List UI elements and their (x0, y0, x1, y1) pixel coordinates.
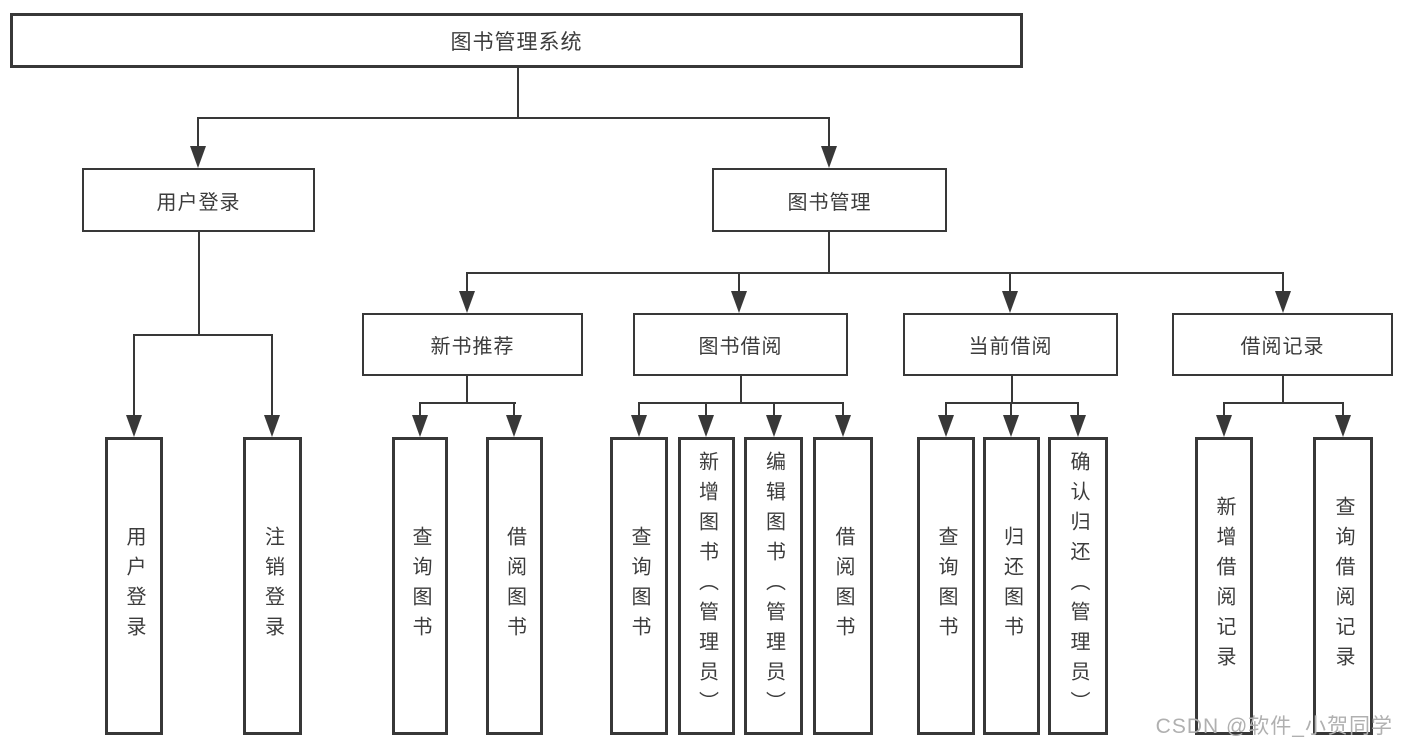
arrow-down-icon (698, 415, 714, 437)
node-label: 新书推荐 (430, 336, 515, 358)
node-label: 编辑图书（管理员） (762, 451, 785, 721)
node-label: 新增借阅记录 (1213, 496, 1235, 676)
node-leaf-add-book-admin: 新增图书（管理员） (678, 437, 735, 735)
connector-line (466, 272, 1284, 274)
node-leaf-borrow-book-recommend: 借阅图书 (486, 437, 543, 735)
connector-line (133, 334, 273, 336)
node-label: 借阅图书 (832, 526, 854, 646)
connector-line (197, 117, 830, 119)
arrow-down-icon (264, 415, 280, 437)
connector-line (1282, 375, 1284, 404)
arrow-down-icon (1275, 291, 1291, 313)
arrow-down-icon (835, 415, 851, 437)
connector-line (517, 68, 519, 119)
node-leaf-logout: 注销登录 (243, 437, 302, 735)
node-new-book-recommend: 新书推荐 (362, 313, 583, 376)
connector-line (828, 232, 830, 274)
arrow-down-icon (821, 146, 837, 168)
node-leaf-edit-book-admin: 编辑图书（管理员） (744, 437, 803, 735)
arrow-down-icon (459, 291, 475, 313)
connector-line (842, 402, 844, 417)
arrow-down-icon (412, 415, 428, 437)
connector-line (740, 375, 742, 404)
connector-line (133, 334, 135, 415)
connector-line (1223, 402, 1225, 417)
arrow-down-icon (938, 415, 954, 437)
node-leaf-add-borrow-record: 新增借阅记录 (1195, 437, 1253, 735)
arrow-down-icon (506, 415, 522, 437)
node-leaf-confirm-return-admin: 确认归还（管理员） (1048, 437, 1108, 735)
node-label: 查询图书 (409, 526, 431, 646)
arrow-down-icon (1335, 415, 1351, 437)
connector-line (1077, 402, 1079, 417)
node-label: 注销登录 (261, 526, 284, 646)
node-leaf-user-login: 用户登录 (105, 437, 163, 735)
node-book-borrow: 图书借阅 (633, 313, 848, 376)
node-label: 查询图书 (935, 526, 957, 646)
connector-line (1282, 272, 1284, 292)
node-current-borrow: 当前借阅 (903, 313, 1118, 376)
node-leaf-query-borrow-record: 查询借阅记录 (1313, 437, 1373, 735)
connector-line (638, 402, 844, 404)
node-leaf-query-current-book: 查询图书 (917, 437, 975, 735)
node-book-management: 图书管理 (712, 168, 947, 232)
connector-line (419, 402, 421, 417)
node-leaf-query-book-recommend: 查询图书 (392, 437, 448, 735)
arrow-down-icon (766, 415, 782, 437)
connector-line (198, 232, 200, 336)
connector-line (419, 402, 516, 404)
connector-line (1223, 402, 1344, 404)
connector-line (1009, 272, 1011, 292)
node-label: 用户登录 (123, 526, 145, 646)
node-root-library-system: 图书管理系统 (10, 13, 1023, 68)
node-leaf-borrow-book: 借阅图书 (813, 437, 873, 735)
node-label: 用户登录 (156, 191, 241, 214)
arrow-down-icon (1216, 415, 1232, 437)
connector-line (466, 272, 468, 292)
node-label: 图书管理 (787, 191, 872, 214)
node-user-login: 用户登录 (82, 168, 315, 232)
node-label: 查询借阅记录 (1332, 496, 1354, 676)
connector-line (705, 402, 707, 417)
arrow-down-icon (631, 415, 647, 437)
connector-line (197, 117, 199, 147)
node-label: 借阅图书 (503, 526, 526, 646)
connector-line (738, 272, 740, 292)
connector-line (1010, 402, 1012, 417)
connector-line (638, 402, 640, 417)
node-borrow-record: 借阅记录 (1172, 313, 1393, 376)
node-label: 当前借阅 (968, 336, 1053, 358)
connector-line (945, 402, 1079, 404)
connector-line (1342, 402, 1344, 417)
arrow-down-icon (1070, 415, 1086, 437)
node-label: 图书管理系统 (450, 30, 583, 54)
connector-line (828, 117, 830, 147)
arrow-down-icon (731, 291, 747, 313)
node-label: 归还图书 (1000, 526, 1023, 646)
node-label: 确认归还（管理员） (1067, 451, 1089, 721)
connector-line (466, 375, 468, 404)
connector-line (945, 402, 947, 417)
connector-line (513, 402, 515, 417)
node-label: 查询图书 (628, 526, 650, 646)
node-label: 图书借阅 (698, 336, 783, 358)
node-label: 新增图书（管理员） (695, 451, 718, 721)
arrow-down-icon (1003, 415, 1019, 437)
arrow-down-icon (126, 415, 142, 437)
arrow-down-icon (190, 146, 206, 168)
node-leaf-query-book: 查询图书 (610, 437, 668, 735)
node-leaf-return-book: 归还图书 (983, 437, 1040, 735)
arrow-down-icon (1002, 291, 1018, 313)
connector-line (1011, 375, 1013, 404)
connector-line (271, 334, 273, 415)
connector-line (773, 402, 775, 417)
node-label: 借阅记录 (1240, 336, 1325, 358)
